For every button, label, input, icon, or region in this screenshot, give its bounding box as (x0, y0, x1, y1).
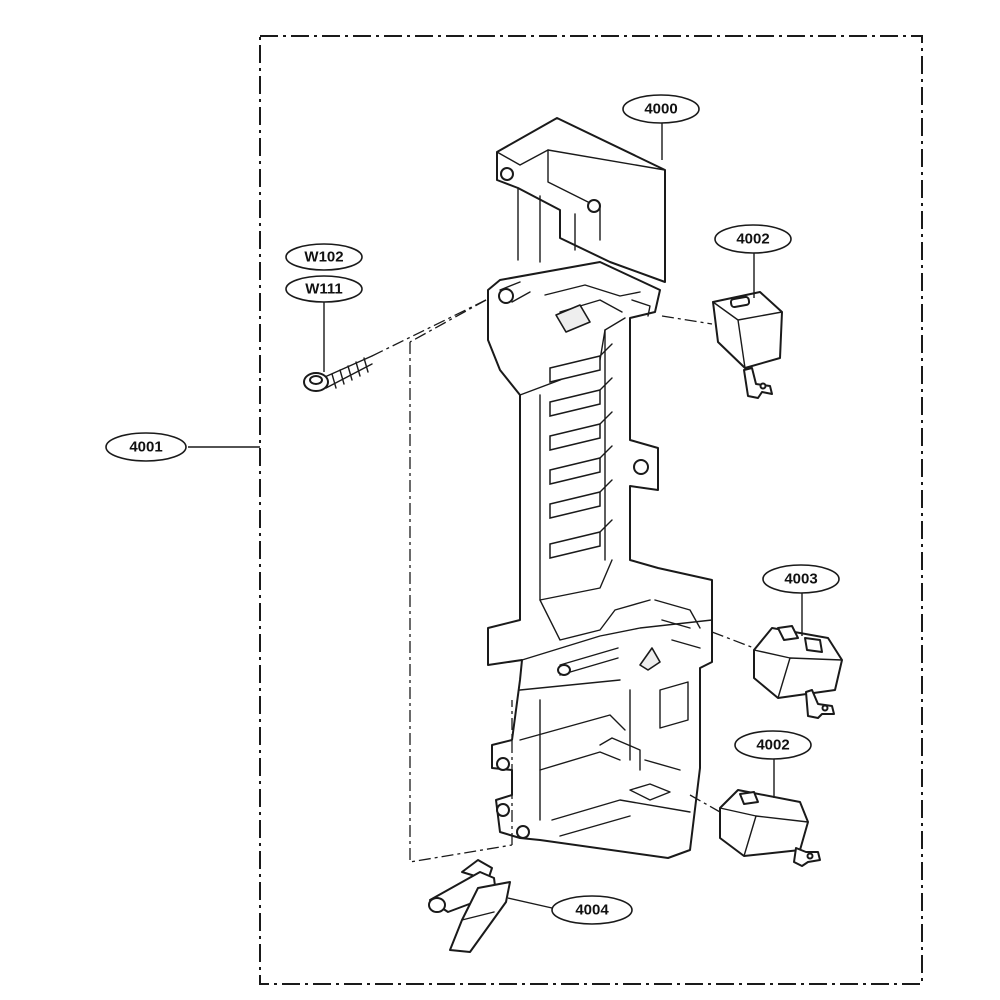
screw-thread (331, 357, 369, 389)
rib-returns (599, 343, 613, 533)
callout-4002-lower-text: 4002 (756, 737, 789, 754)
frame-guide-line (409, 342, 513, 863)
base-slot (629, 783, 671, 801)
rib-3 (549, 423, 601, 451)
switch-lower-terminal-hole (806, 852, 814, 860)
callout-4001-text: 4001 (129, 439, 162, 456)
lower-shelves (519, 714, 626, 771)
latch-board-part (487, 117, 713, 859)
base-floor-lines (551, 799, 691, 837)
switch-upper-button (729, 295, 751, 309)
lever-blade-edge (461, 911, 495, 921)
leader-4004 (507, 897, 553, 909)
switch-middle-part (753, 625, 843, 719)
latch-board-head-ribs (517, 187, 576, 263)
callout-4000: 4000 (622, 94, 700, 124)
callout-w111: W111 (285, 275, 363, 303)
latch-board-body (487, 261, 713, 859)
switch-upper-edges (712, 301, 783, 369)
spine-inner-edge (539, 394, 613, 601)
callout-4000-text: 4000 (644, 101, 677, 118)
spine-pivot-boss (499, 281, 531, 303)
latch-board-head-face (547, 149, 601, 241)
switch-lower-body (719, 789, 809, 857)
assembly-frame (259, 35, 923, 985)
switch-upper-part (712, 291, 783, 399)
middle-window (659, 681, 689, 729)
switch-upper-axis (661, 315, 713, 325)
spine-pivot-top (498, 288, 514, 304)
middle-pocket-lines (654, 599, 701, 649)
switch-middle-nub (804, 637, 823, 653)
screw-shaft (317, 355, 373, 381)
lower-hole-2 (496, 803, 510, 817)
screw-axis-line (371, 299, 487, 357)
screw-part (303, 355, 373, 392)
lower-rod-end (557, 664, 571, 676)
head-hole-right (587, 199, 601, 213)
rib-2 (549, 389, 601, 417)
switch-lower-axis (689, 794, 721, 813)
callout-4004-text: 4004 (575, 902, 609, 919)
rib-5 (549, 491, 601, 519)
rib-6 (549, 531, 601, 559)
callout-4002-upper-text: 4002 (736, 231, 769, 248)
lower-housing-bridge (539, 599, 651, 641)
switch-lower-button (739, 791, 759, 805)
callout-4004: 4004 (551, 895, 633, 925)
middle-cam (639, 647, 661, 671)
upper-tab (555, 304, 591, 333)
callout-4003-text: 4003 (784, 571, 817, 588)
latch-board-head (496, 117, 666, 283)
callout-w102: W102 (285, 243, 363, 271)
lever-part (428, 859, 511, 953)
switch-middle-terminal-hole (821, 704, 829, 712)
rib-4 (549, 457, 601, 485)
switch-middle-button (777, 625, 799, 641)
callout-w111-text: W111 (305, 281, 343, 298)
lower-hole-1 (496, 757, 510, 771)
switch-upper-body (712, 291, 783, 369)
lower-pocket-lines (599, 737, 681, 771)
callout-4002-upper: 4002 (714, 224, 792, 254)
switch-middle-terminal (805, 689, 835, 719)
lever-shaft-end (428, 897, 446, 913)
switch-middle-axis (711, 631, 755, 649)
switch-lower-edges (719, 807, 809, 857)
callout-w102-text: W102 (304, 249, 343, 266)
side-tab-hole (633, 459, 649, 475)
rib-1 (549, 355, 601, 383)
head-hole-left (500, 167, 514, 181)
switch-upper-terminal-hole (759, 382, 767, 390)
switch-upper-terminal (743, 367, 773, 399)
latch-board-head-edge (496, 149, 666, 171)
frame-guide-top (409, 299, 487, 343)
switch-middle-edges (753, 649, 843, 699)
callout-4003: 4003 (762, 564, 840, 594)
upper-spring (631, 299, 651, 317)
callout-4001: 4001 (105, 432, 187, 462)
screw-shaft-lower (325, 363, 373, 389)
lower-housing-walls (519, 679, 631, 821)
lower-hole-3 (516, 825, 530, 839)
screw-head-top (309, 375, 323, 385)
switch-lower-part (719, 789, 821, 867)
callout-4002-lower: 4002 (734, 730, 812, 760)
